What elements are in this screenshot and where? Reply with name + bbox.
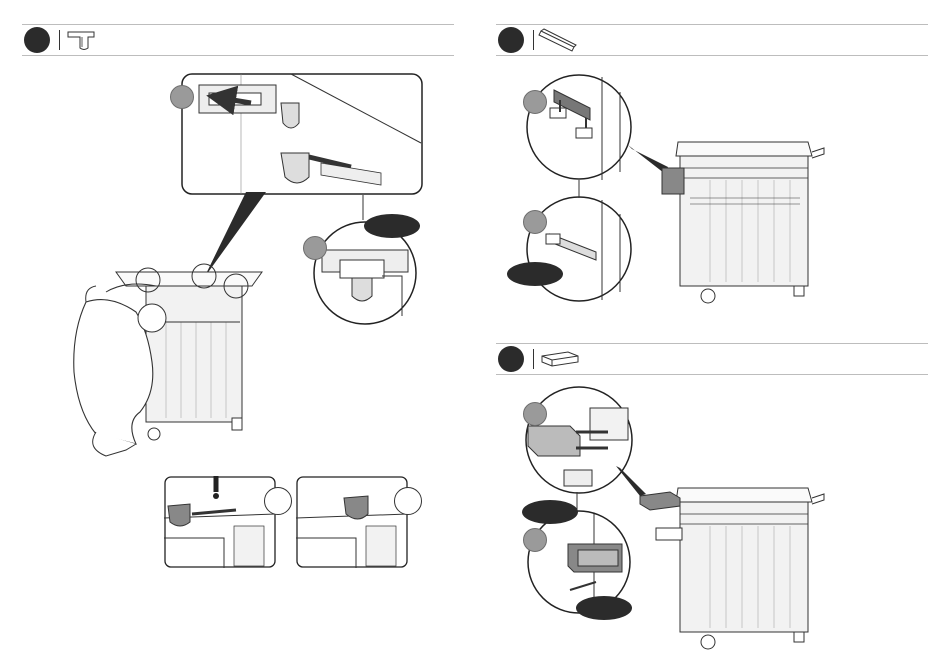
step-number-badge [24, 27, 50, 53]
step-number-badge [498, 346, 524, 372]
clip-insertion-detail [181, 73, 423, 195]
utility-cart [660, 138, 824, 306]
clip-after-detail [296, 476, 408, 568]
leader-line [362, 195, 366, 220]
callout-marker [523, 210, 547, 234]
header-divider [533, 30, 534, 50]
step-number-badge [498, 27, 524, 53]
clip-before-detail [164, 476, 276, 568]
section-header-a [22, 24, 454, 56]
section-header-b [496, 24, 928, 56]
section-header-c [496, 343, 928, 375]
header-divider [533, 349, 534, 369]
status-circle-cross [264, 487, 292, 515]
rail-bar-icon [538, 28, 578, 54]
callout-marker [523, 402, 547, 426]
utility-cart-with-tray [640, 484, 824, 652]
callout-marker [523, 90, 547, 114]
rail-mounting-detail-top [526, 72, 632, 182]
callout-label-dark [576, 596, 632, 620]
tray-shelf-icon [540, 348, 580, 370]
callout-marker [170, 85, 194, 109]
callout-marker [523, 528, 547, 552]
status-circle-check [394, 487, 422, 515]
callout-label-dark [364, 214, 420, 238]
callout-label-dark [522, 500, 578, 524]
callout-marker [303, 236, 327, 260]
callout-label-dark [507, 262, 563, 286]
clip-bracket-icon [66, 28, 98, 52]
leader-line [578, 180, 582, 198]
header-divider [59, 30, 60, 50]
person-attaching-clips [66, 262, 266, 462]
